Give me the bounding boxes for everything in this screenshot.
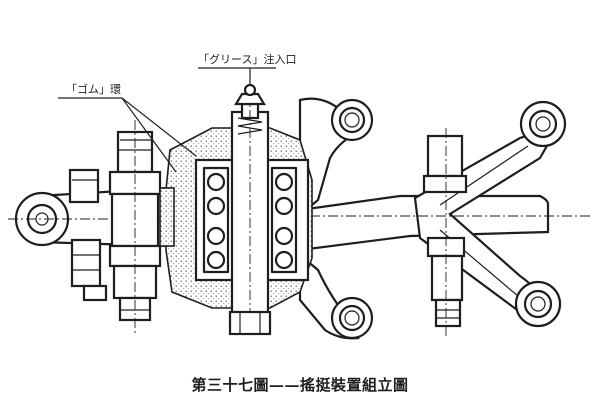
rocker-assembly-drawing: 「グリース」注入口 「ゴム」環 [8,52,590,340]
left-outer-nuts [68,168,108,302]
grease-inlet-label: 「グリース」注入口 [198,52,296,66]
rubber-band-left [159,187,175,247]
rubber-ring-label: 「ゴム」環 [66,82,121,96]
left-bearing-balls [202,166,230,274]
right-bearing-balls [270,166,298,274]
upper-fork-boss [519,100,567,148]
upper-rocker-boss [330,98,374,142]
figure-caption: 第三十七圖——搖挺裝置組立圖 [191,376,409,394]
rubber-ring-callout: 「ゴム」環 [58,82,197,173]
lower-rocker-boss [330,296,374,340]
right-spindle [422,128,468,336]
left-bolt-assembly [108,120,162,336]
lower-fork-boss [514,280,562,328]
grease-inlet-callout: 「グリース」注入口 [198,52,296,86]
